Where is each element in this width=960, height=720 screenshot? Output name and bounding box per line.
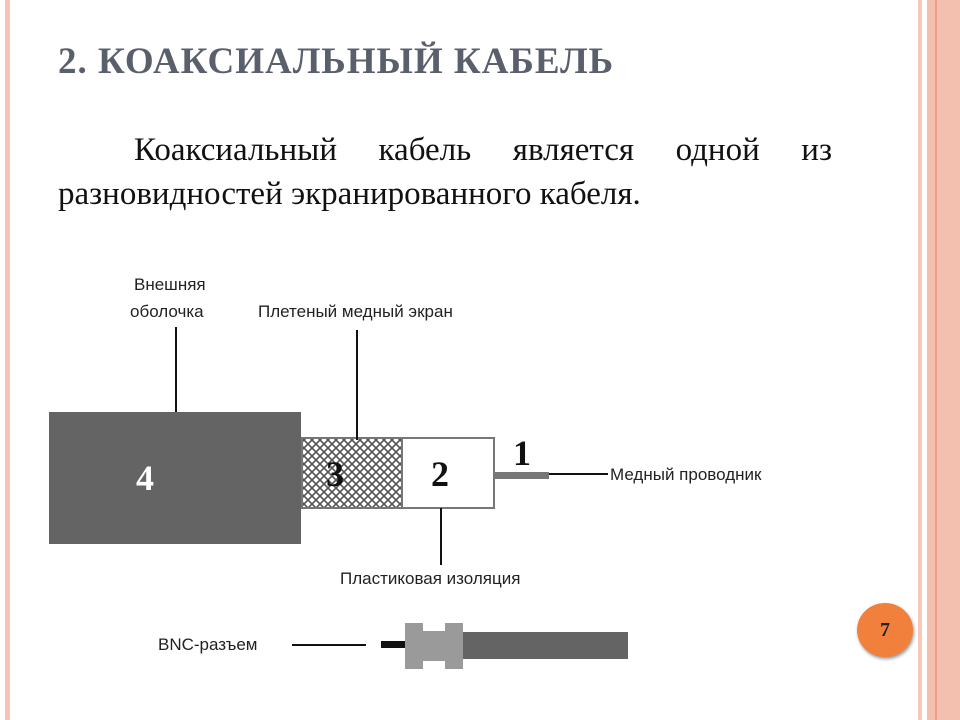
number-2: 2: [431, 454, 449, 494]
left-decor-stripe: [5, 0, 10, 720]
right-decor-panel: [927, 0, 960, 720]
right-decor-line: [935, 0, 937, 720]
label-plastic-insulation: Пластиковая изоляция: [340, 569, 520, 588]
label-bnc-connector: BNC-разъем: [158, 635, 257, 654]
outer-jacket: [49, 412, 301, 544]
label-outer-jacket-2: оболочка: [130, 302, 204, 321]
braided-shield: [301, 437, 403, 509]
label-outer-jacket-1: Внешняя: [134, 275, 206, 294]
bnc-connector: [292, 623, 628, 669]
plastic-insulation: [401, 437, 495, 509]
page-number-badge: 7: [857, 603, 913, 657]
label-braided-shield: Плетеный медный экран: [258, 302, 453, 321]
number-1: 1: [513, 433, 531, 473]
right-decor-stripe: [918, 0, 922, 720]
copper-conductor: [495, 472, 549, 479]
slide-body-text: Коаксиальный кабель является одной из ра…: [58, 132, 832, 212]
number-4: 4: [136, 458, 154, 498]
label-copper-conductor: Медный проводник: [610, 465, 762, 484]
number-3: 3: [326, 454, 344, 494]
slide-title: 2. КОАКСИАЛЬНЫЙ КАБЕЛЬ: [58, 41, 615, 82]
